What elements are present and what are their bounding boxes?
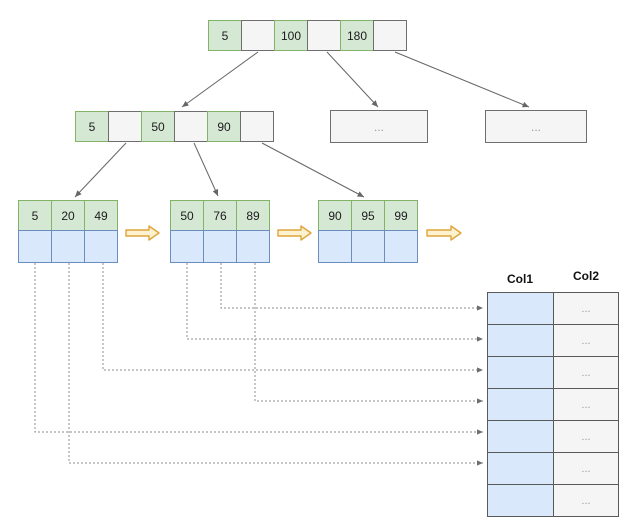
edge-root-to-ellipsis-node-1: [326, 51, 379, 108]
data-table: ... ... ... ... ... ... ...: [487, 292, 619, 517]
pointer-cell: [373, 20, 407, 51]
record-pointer-cell: [384, 230, 418, 263]
record-pointer-cell: [236, 230, 270, 263]
leaf-key-row: 90 95 99: [318, 200, 418, 231]
table-row: ...: [488, 420, 618, 452]
table-cell-col2: ...: [554, 325, 618, 356]
table-row: ...: [488, 324, 618, 356]
table-row: ...: [488, 356, 618, 388]
key-cell: 50: [141, 111, 175, 142]
key-cell: 100: [274, 20, 308, 51]
record-pointer-20-row6: [68, 263, 483, 466]
root-node: 5 100 180: [208, 20, 407, 51]
table-row: ...: [488, 388, 618, 420]
record-pointer-49-row3: [102, 263, 483, 373]
record-pointer-89-row4: [254, 263, 483, 404]
key-cell: 76: [203, 200, 237, 231]
table-cell-col1: [488, 293, 554, 324]
key-cell: 99: [384, 200, 418, 231]
table-cell-col1: [488, 357, 554, 388]
ellipsis-node: ...: [485, 110, 587, 143]
key-cell: 89: [236, 200, 270, 231]
block-arrow-right-icon: [426, 225, 462, 241]
key-cell: 5: [208, 20, 242, 51]
leaf-pointer-row: [170, 230, 270, 263]
record-pointer-cell: [203, 230, 237, 263]
table-cell-col1: [488, 485, 554, 516]
key-cell: 90: [207, 111, 241, 142]
block-arrow-right-icon: [125, 225, 160, 241]
key-cell: 20: [51, 200, 85, 231]
table-cell-col2: ...: [554, 293, 618, 324]
key-cell: 49: [84, 200, 118, 231]
table-cell-col1: [488, 453, 554, 484]
edge-internal-to-leaf-1: [74, 142, 127, 198]
leaf-node-1: 5 20 49: [18, 200, 118, 263]
record-pointer-5-row5: [34, 263, 483, 435]
leaf-key-row: 50 76 89: [170, 200, 270, 231]
key-cell: 90: [318, 200, 352, 231]
record-pointer-cell: [351, 230, 385, 263]
table-cell-col2: ...: [554, 485, 618, 516]
record-pointer-50-row2: [186, 263, 483, 342]
pointer-cell: [307, 20, 341, 51]
leaf-node-3: 90 95 99: [318, 200, 418, 263]
key-cell: 50: [170, 200, 204, 231]
edge-root-to-internal-node: [181, 51, 259, 108]
record-pointer-cell: [18, 230, 52, 263]
leaf-node-2: 50 76 89: [170, 200, 270, 263]
table-row: ...: [488, 452, 618, 484]
pointer-cell: [108, 111, 142, 142]
pointer-cell: [174, 111, 208, 142]
record-pointer-76-row1: [220, 263, 483, 311]
table-column-header-col1: Col1: [506, 272, 533, 286]
record-pointer-cell: [170, 230, 204, 263]
table-cell-col2: ...: [554, 357, 618, 388]
table-cell-col2: ...: [554, 453, 618, 484]
edge-root-to-ellipsis-node-2: [394, 51, 530, 108]
block-arrow-right-icon: [277, 225, 312, 241]
table-column-header-col2: Col2: [572, 269, 599, 283]
key-cell: 95: [351, 200, 385, 231]
leaf-key-row: 5 20 49: [18, 200, 118, 231]
ellipsis-node: ...: [330, 110, 428, 143]
table-cell-col2: ...: [554, 421, 618, 452]
record-pointer-cell: [51, 230, 85, 263]
table-cell-col1: [488, 421, 554, 452]
record-pointer-cell: [318, 230, 352, 263]
pointer-cell: [241, 20, 275, 51]
pointer-cell: [240, 111, 274, 142]
table-row: ...: [488, 484, 618, 516]
edge-internal-to-leaf-2: [193, 142, 219, 197]
key-cell: 5: [75, 111, 109, 142]
edge-internal-to-leaf-3: [261, 142, 365, 198]
record-pointer-cell: [84, 230, 118, 263]
table-row: ...: [488, 293, 618, 324]
leaf-pointer-row: [18, 230, 118, 263]
table-cell-col1: [488, 325, 554, 356]
internal-node: 5 50 90: [75, 111, 274, 142]
key-cell: 5: [18, 200, 52, 231]
table-cell-col1: [488, 389, 554, 420]
table-cell-col2: ...: [554, 389, 618, 420]
key-cell: 180: [340, 20, 374, 51]
leaf-pointer-row: [318, 230, 418, 263]
